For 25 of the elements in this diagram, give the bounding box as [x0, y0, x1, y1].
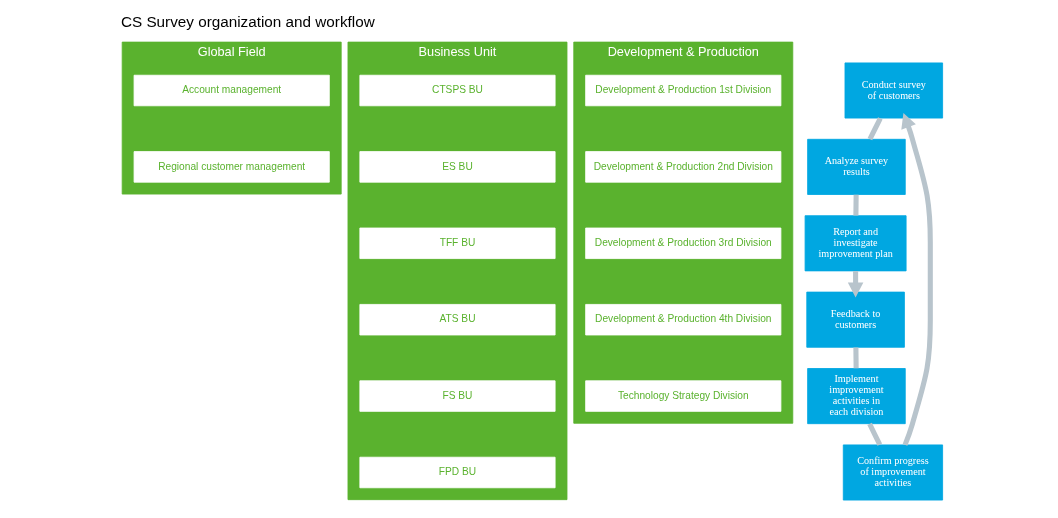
node-box: Regional customer management [133, 151, 330, 183]
node-box: CTSPS BU [359, 74, 556, 107]
connector [853, 347, 859, 369]
node-box: Development & Production 1st Division [585, 74, 782, 107]
node-box: Confirm progress of improvement activities [842, 444, 944, 501]
diagram-title: CS Survey organization and workflow [120, 13, 375, 31]
node-box: FPD BU [359, 456, 556, 489]
connector [867, 117, 883, 141]
node-box: TFF BU [359, 227, 556, 259]
node-box: Development & Production 3rd Division [585, 227, 782, 259]
node-box: Feedback to customers [806, 291, 905, 348]
connector [867, 422, 883, 446]
node-box: Report and investigate improvement plan [804, 215, 907, 272]
node-box: Conduct survey of customers [844, 62, 944, 119]
node-box: Analyze survey results [807, 138, 906, 195]
node-box: Technology Strategy Division [585, 380, 782, 412]
node-box: Implement improvement activities in each division [807, 368, 906, 425]
node-box: Account management [133, 74, 330, 107]
node-box: Development & Production 2nd Division [585, 151, 782, 183]
node-box: ATS BU [359, 304, 556, 336]
node-box: FS BU [359, 380, 556, 412]
node-box: Development & Production 4th Division [585, 304, 782, 336]
arrow [901, 113, 933, 446]
connector [853, 194, 859, 216]
node-box: ES BU [359, 151, 556, 183]
